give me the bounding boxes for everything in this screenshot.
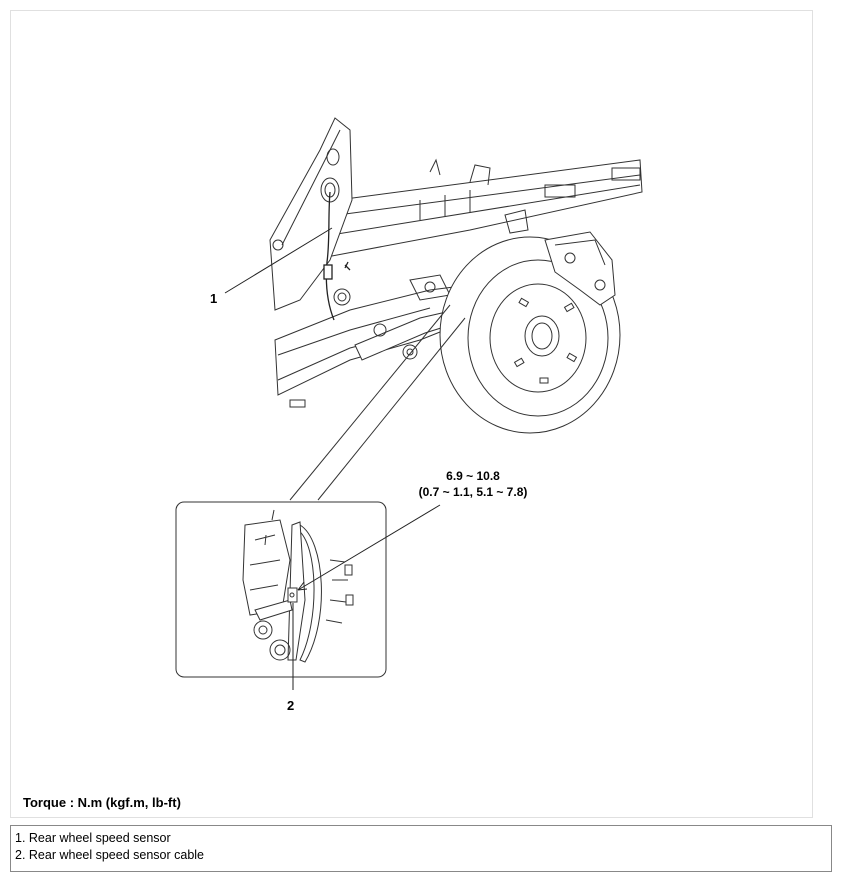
- legend-box: 1. Rear wheel speed sensor 2. Rear wheel…: [10, 825, 832, 872]
- rear-wheel-assembly-illustration: [175, 117, 643, 690]
- torque-spec-line2: (0.7 ~ 1.1, 5.1 ~ 7.8): [418, 485, 528, 499]
- sensor-cable: [323, 191, 351, 321]
- pillar: [269, 117, 353, 311]
- suspension-arm: [333, 274, 461, 361]
- detail-inset: [175, 501, 441, 690]
- torque-spec-line1: 6.9 ~ 10.8: [446, 469, 500, 483]
- figure-frame: [10, 10, 813, 818]
- legend-item: 2. Rear wheel speed sensor cable: [15, 848, 205, 862]
- callout-1-number: 1: [210, 291, 218, 306]
- callout-1-leader: [224, 227, 333, 294]
- legend-item: 1. Rear wheel speed sensor: [15, 831, 171, 845]
- torque-spec: 6.9 ~ 10.8 (0.7 ~ 1.1, 5.1 ~ 7.8): [398, 468, 548, 500]
- torque-unit-label: Torque : N.m (kgf.m, lb-ft): [23, 795, 181, 810]
- detail-leader-lines: [289, 304, 466, 501]
- callout-2-number: 2: [287, 698, 295, 713]
- brake-caliper: [504, 209, 616, 306]
